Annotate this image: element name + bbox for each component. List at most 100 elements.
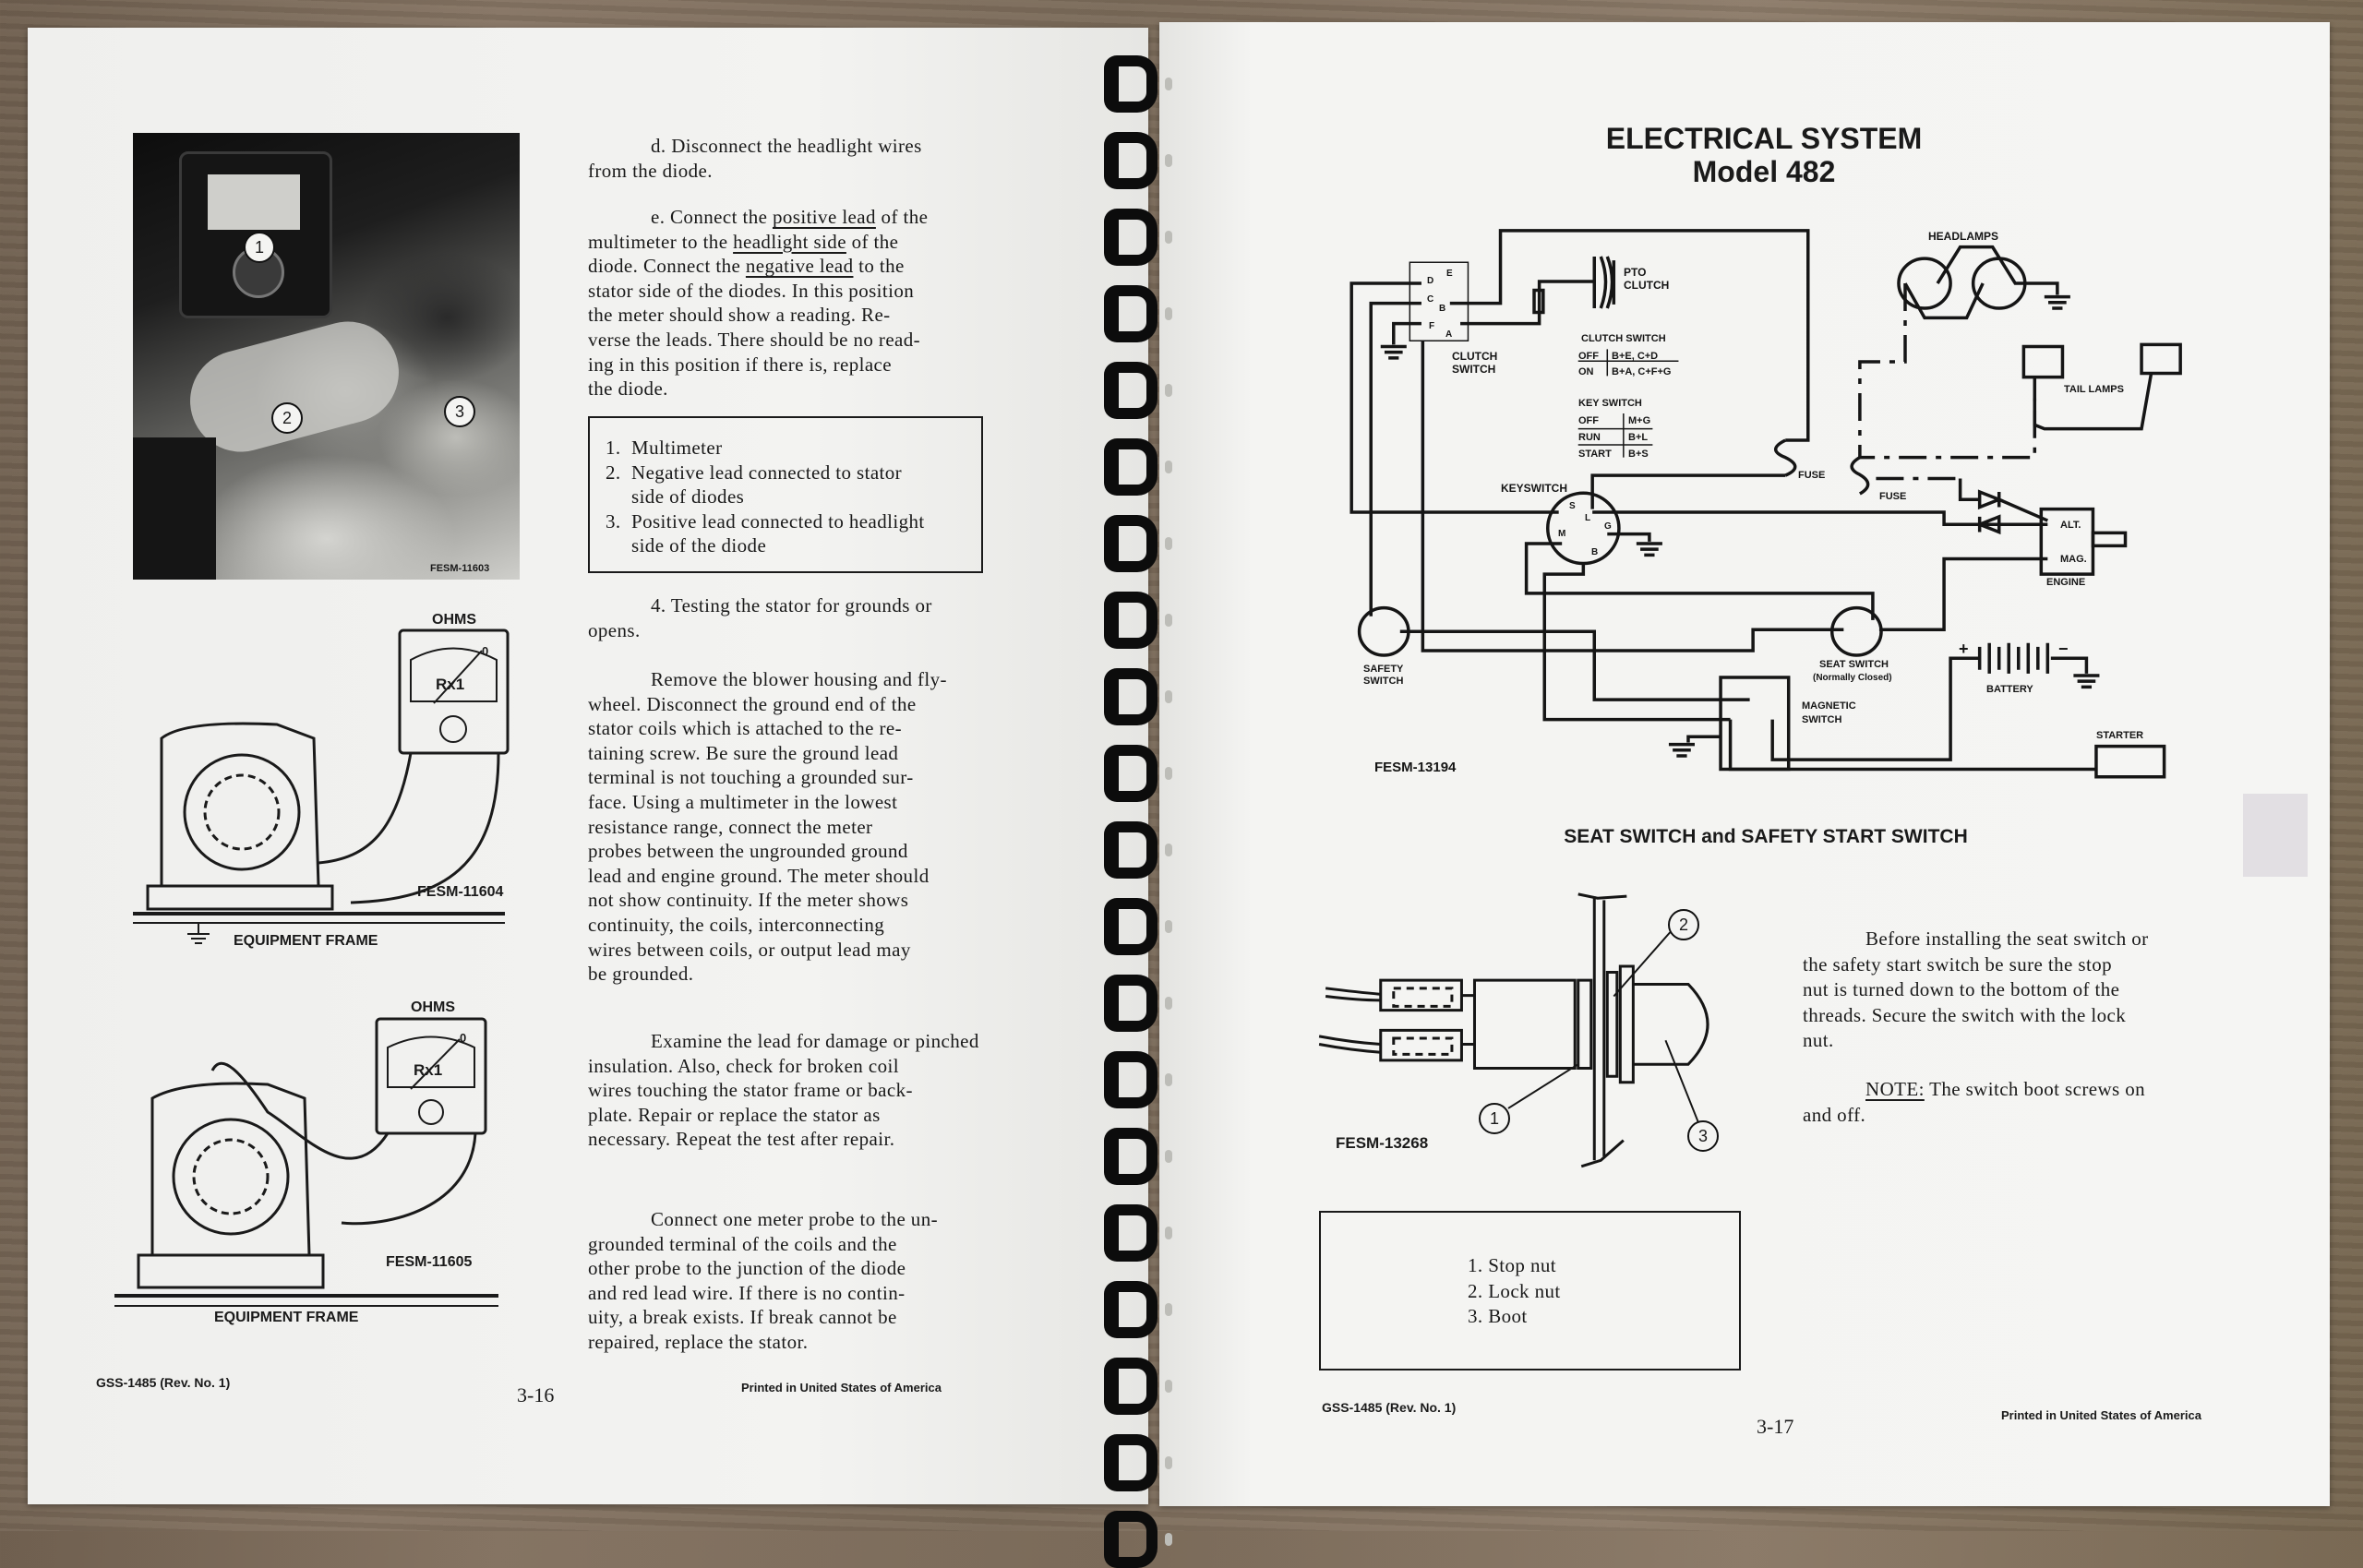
text-line: resistance range, connect the meter — [588, 815, 873, 838]
connector-1 — [1381, 980, 1462, 1011]
key-terminal-m: M — [1558, 529, 1565, 539]
wire — [1394, 324, 1421, 345]
seat-switch-body — [1832, 608, 1881, 655]
seat-legend-box — [1319, 1211, 1741, 1371]
wire — [1450, 231, 1808, 440]
text-segment: The switch boot screws on — [1924, 1078, 2146, 1100]
binding-ring — [1104, 668, 1158, 725]
leader-line — [1508, 932, 1700, 1126]
binding-ring — [1104, 898, 1158, 955]
legend-text: Multimeter — [631, 437, 723, 459]
underlined-term: NOTE: — [1865, 1078, 1925, 1100]
meter-zero-2: 0 — [460, 1031, 467, 1045]
wire — [1422, 341, 1843, 651]
equipment-frame-label-1: EQUIPMENT FRAME — [234, 933, 378, 949]
paragraph-connect-probe: Connect one meter probe to the un-ground… — [588, 1207, 938, 1355]
clutch-switch-label: CLUTCH — [1452, 350, 1497, 363]
clutch-table-cell: B+E, C+D — [1612, 351, 1658, 362]
text-line: nut. — [1803, 1029, 1834, 1051]
text-line: terminal is not touching a grounded sur- — [588, 766, 914, 789]
legend-item: 2.Negative lead connected to stator — [606, 461, 925, 485]
text-line: verse the leads. There should be no read… — [588, 328, 921, 351]
text-line: and off. — [1803, 1104, 1866, 1126]
binding-ring — [1104, 55, 1158, 113]
multimeter-screen — [208, 174, 300, 230]
text-line: the diode. — [588, 377, 668, 401]
legend-text-continued: side of the diode — [631, 534, 767, 557]
text-line: Examine the lead for damage or pinched — [651, 1030, 979, 1052]
seat-switch-label: SEAT SWITCH — [1819, 659, 1889, 670]
starter-body — [2096, 747, 2165, 777]
wiring-figure-id: FESM-13194 — [1374, 760, 1457, 775]
tail-lamp-1 — [2023, 346, 2062, 377]
safety-switch-label: SWITCH — [1363, 676, 1403, 687]
binding-hole — [1165, 461, 1172, 473]
ohmmeter-2-lead — [210, 1061, 390, 1160]
tail-lamp-2 — [2141, 344, 2180, 373]
binding-hole — [1165, 767, 1172, 780]
key-switch-table-title: KEY SWITCH — [1578, 398, 1642, 409]
text-line: and red lead wire. If there is no contin… — [588, 1281, 906, 1304]
wire — [1527, 544, 1873, 620]
text-line: wires touching the stator frame or back- — [588, 1079, 913, 1102]
photo-legend-box — [588, 416, 983, 573]
connector-detail — [1394, 988, 1452, 1055]
key-table-cell: OFF — [1578, 415, 1599, 426]
magnetic-switch-label: SWITCH — [1802, 714, 1841, 725]
right-footer-doc-id: GSS-1485 (Rev. No. 1) — [1322, 1400, 1457, 1415]
terminal-f: F — [1429, 321, 1434, 331]
wire — [1400, 631, 1750, 700]
key-table-cell: M+G — [1628, 415, 1650, 426]
clutch-table-cell: B+A, C+F+G — [1612, 366, 1672, 377]
key-terminal-s: S — [1569, 501, 1576, 511]
legend-item: 3.Positive lead connected to headlight — [606, 509, 925, 534]
ground-symbol — [1637, 544, 1662, 555]
photo-callout-3: 3 — [444, 396, 475, 427]
wire — [1905, 283, 1983, 317]
key-table-cell: START — [1578, 449, 1612, 460]
terminal-d: D — [1427, 276, 1433, 286]
binding-ring — [1104, 592, 1158, 649]
text-line: nut is turned down to the bottom of the — [1803, 978, 2120, 1000]
text-line: Connect one meter probe to the un- — [651, 1208, 939, 1230]
text-line: be grounded. — [588, 963, 694, 986]
text-segment: of the — [875, 206, 929, 228]
wire — [1460, 281, 1594, 324]
text-line: 4. Testing the stator for grounds or — [651, 594, 932, 616]
binding-hole — [1165, 690, 1172, 703]
text-line: wheel. Disconnect the ground end of the — [588, 692, 917, 715]
binding-hole — [1165, 1380, 1172, 1393]
text-line: necessary. Repeat the test after repair. — [588, 1128, 895, 1151]
battery-label: BATTERY — [1986, 684, 2033, 695]
key-table-cell: RUN — [1578, 432, 1601, 443]
text-segment: multimeter to the — [588, 230, 734, 253]
text-line: NOTE: The switch boot screws on — [1803, 1076, 2145, 1102]
stop-nut — [1578, 980, 1591, 1068]
seat-switch-note: (Normally Closed) — [1813, 673, 1892, 683]
text-line: d. Disconnect the headlight wires — [651, 135, 922, 157]
wire — [1592, 475, 1785, 509]
binding-ring — [1104, 1511, 1158, 1568]
page-title: ELECTRICAL SYSTEM — [1605, 122, 1923, 155]
wiring-labels: HEADLAMPS PTO CLUTCH CLUTCH SWITCH OFF B… — [1363, 230, 2143, 775]
binding-hole — [1165, 1227, 1172, 1239]
binding-ring — [1104, 209, 1158, 266]
text-line: stator side of the diodes. In this posit… — [588, 279, 915, 302]
text-line: Before installing the seat switch or — [1865, 928, 2149, 950]
left-footer-doc-id: GSS-1485 (Rev. No. 1) — [96, 1375, 231, 1390]
legend-item: 3. Boot — [1468, 1305, 1528, 1327]
text-line: insulation. Also, check for broken coil — [588, 1054, 899, 1077]
text-line: face. Using a multimeter in the lowest — [588, 790, 898, 813]
binding-ring — [1104, 745, 1158, 802]
wire — [1371, 304, 1421, 616]
binding-ring — [1104, 821, 1158, 879]
lock-nut — [1607, 972, 1617, 1076]
ground-symbol — [187, 923, 210, 944]
seat-callout-3: 3 — [1687, 1120, 1719, 1152]
key-terminal-g: G — [1604, 521, 1612, 532]
key-terminal-l: L — [1585, 513, 1590, 523]
text-segment: e. Connect the — [651, 206, 773, 228]
